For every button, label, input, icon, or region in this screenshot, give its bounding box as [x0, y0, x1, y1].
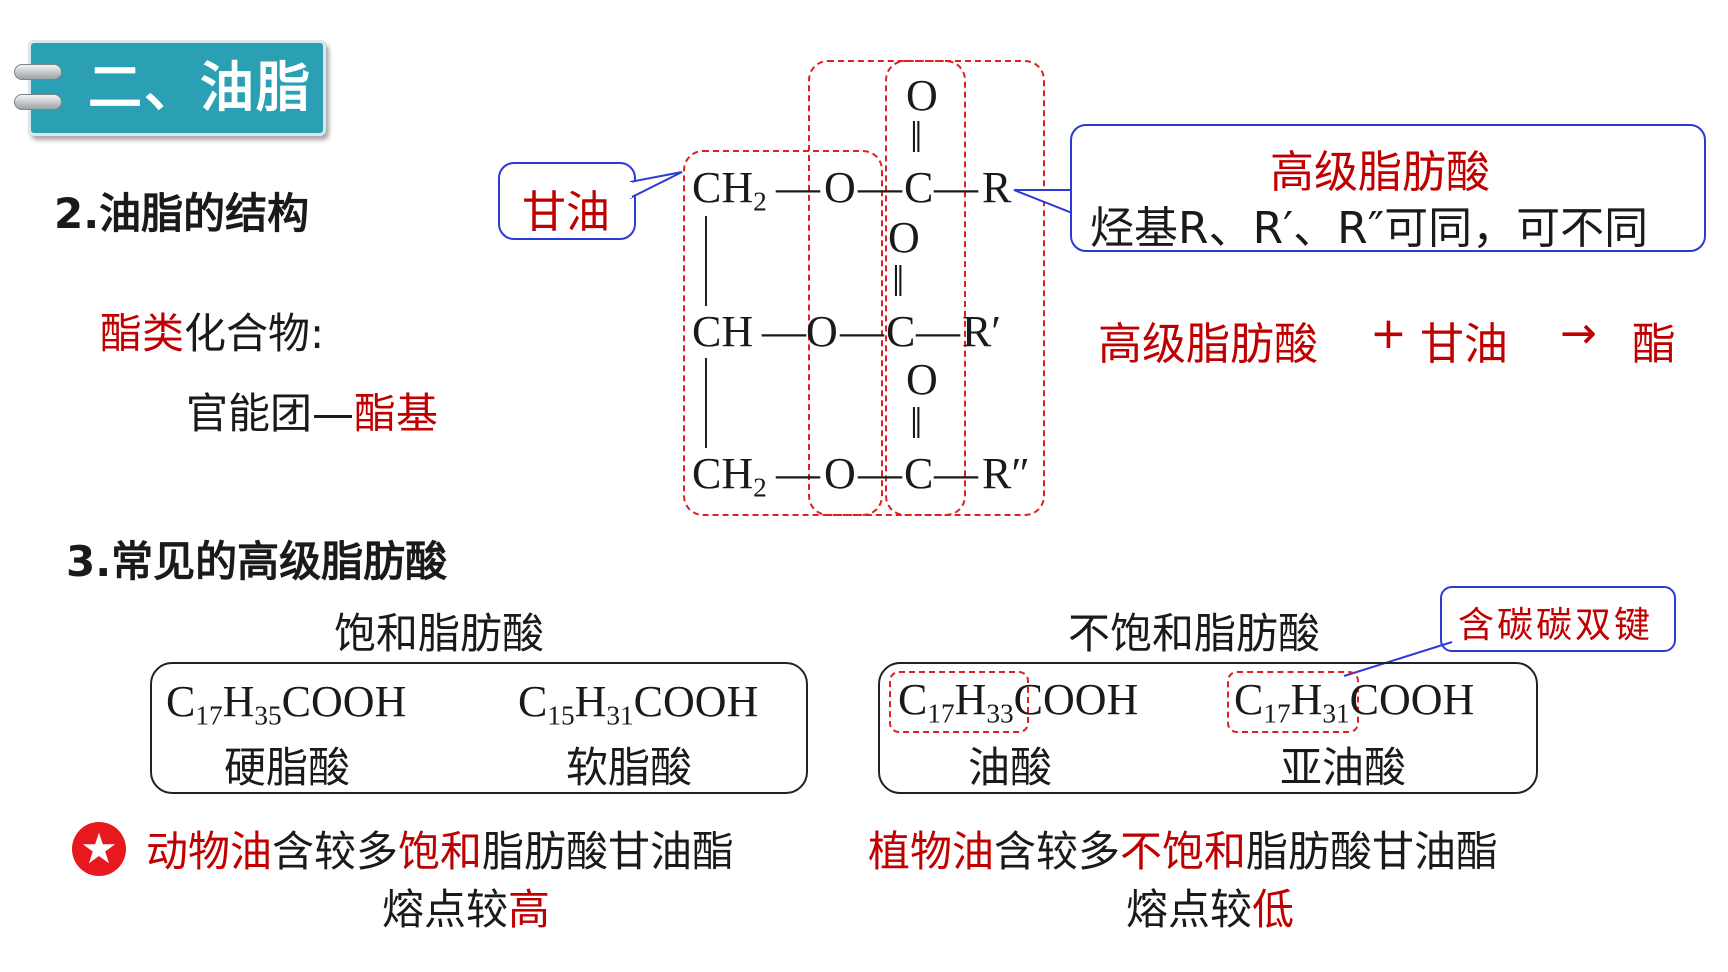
oxygen-bottom: O: [824, 449, 856, 498]
carbon-bottom: C: [904, 449, 934, 498]
double-bond-callout: [1440, 586, 1676, 652]
carbon-top: C: [904, 163, 934, 212]
saturated-title: 饱和脂肪酸: [334, 609, 545, 658]
bond-2b: —: [840, 307, 884, 356]
saturated-box: [150, 662, 808, 794]
r-group-1: R: [982, 163, 1012, 212]
equation-glycerol: 甘油: [1420, 319, 1508, 370]
fatty-acid-dashed-box: [885, 60, 1045, 516]
section-heading-structure: 2.油脂的结构: [54, 189, 310, 238]
bond-3b: —: [858, 449, 902, 498]
functional-group-label: 官能团—: [186, 389, 355, 438]
binder-ring-icon: [14, 64, 62, 80]
equation-acid: 高级脂肪酸: [1098, 319, 1318, 370]
bond-2c: —: [916, 307, 960, 356]
stearic-acid-name: 硬脂酸: [224, 743, 351, 792]
ester-class-suffix: 化合物:: [184, 309, 325, 358]
r-group-2: R′: [962, 307, 1001, 356]
double-bond-top: ‖: [910, 113, 923, 162]
animal-oil-note: 动物油含较多饱和脂肪酸甘油酯: [146, 827, 735, 876]
functional-group-term: 酯基: [354, 389, 439, 438]
carbon-middle: C: [886, 307, 916, 356]
fatty-acid-callout: [1070, 124, 1706, 252]
glycerol-callout: [498, 162, 636, 240]
section-heading-fatty-acids: 3.常见的高级脂肪酸: [66, 537, 448, 586]
bond-3c: —: [934, 449, 978, 498]
double-bond-callout-pointer: [1343, 641, 1453, 677]
oleic-hydrocarbon-dashed-box: [889, 671, 1029, 733]
ester-group-dashed-box: [808, 60, 966, 516]
oleic-acid-formula: C17H33COOH: [898, 675, 1139, 729]
page-title: 二、油脂: [88, 56, 312, 119]
functional-group-line: 官能团—酯基: [186, 380, 438, 441]
bond-3a: —: [776, 449, 820, 498]
title-banner-frame: [28, 40, 326, 136]
linoleic-hydrocarbon-dashed-box: [1227, 671, 1359, 733]
animal-oil-melting-point: 熔点较高: [382, 885, 551, 934]
fatty-acid-callout-note: 烃基R、R′、R″可同，可不同: [1090, 203, 1649, 254]
palmitic-acid-name: 软脂酸: [566, 743, 693, 792]
plant-oil-melting-point: 熔点较低: [1126, 885, 1295, 934]
ch-middle: CH: [692, 307, 754, 356]
r-group-3: R″: [982, 449, 1030, 498]
bond-1a: —: [776, 163, 820, 212]
carbonyl-o-middle: O: [888, 213, 920, 262]
title-banner-bg: [28, 40, 326, 136]
binder-ring-icon: [14, 94, 62, 110]
glycerol-callout-pointer: [630, 171, 683, 200]
glycerol-label: 甘油: [522, 187, 610, 238]
star-icon: ★: [72, 822, 126, 876]
plant-oil-note: 植物油含较多不饱和脂肪酸甘油酯: [868, 827, 1499, 876]
bond-2a: —: [762, 307, 806, 356]
unsaturated-title: 不饱和脂肪酸: [1068, 609, 1321, 658]
bond-1c: —: [934, 163, 978, 212]
fatty-acid-callout-title: 高级脂肪酸: [1270, 147, 1490, 198]
double-bond-callout-text: 含碳碳双键: [1458, 605, 1654, 645]
equation-arrow: →: [1560, 308, 1597, 359]
double-bond-bottom: ‖: [910, 399, 923, 448]
carbonyl-o-bottom: O: [906, 355, 938, 404]
double-bond-middle: ‖: [892, 257, 905, 306]
ch2-bottom: CH2: [692, 449, 767, 503]
ester-class-term: 酯类: [100, 309, 185, 358]
bond-1b: —: [858, 163, 902, 212]
oleic-acid-name: 油酸: [968, 743, 1053, 792]
ch2-top: CH2: [692, 163, 767, 217]
carbonyl-o-top: O: [906, 71, 938, 120]
equation-plus: +: [1370, 308, 1407, 359]
palmitic-acid-formula: C15H31COOH: [518, 677, 759, 731]
linoleic-acid-name: 亚油酸: [1280, 743, 1407, 792]
stearic-acid-formula: C17H35COOH: [166, 677, 407, 731]
unsaturated-box: [878, 662, 1538, 794]
ester-class-line: 酯类化合物:: [100, 300, 324, 361]
equation-ester: 酯: [1632, 319, 1676, 370]
oxygen-top: O: [824, 163, 856, 212]
linoleic-acid-formula: C17H31COOH: [1234, 675, 1475, 729]
glycerol-dashed-box: [683, 150, 883, 516]
oxygen-middle: O: [806, 307, 838, 356]
